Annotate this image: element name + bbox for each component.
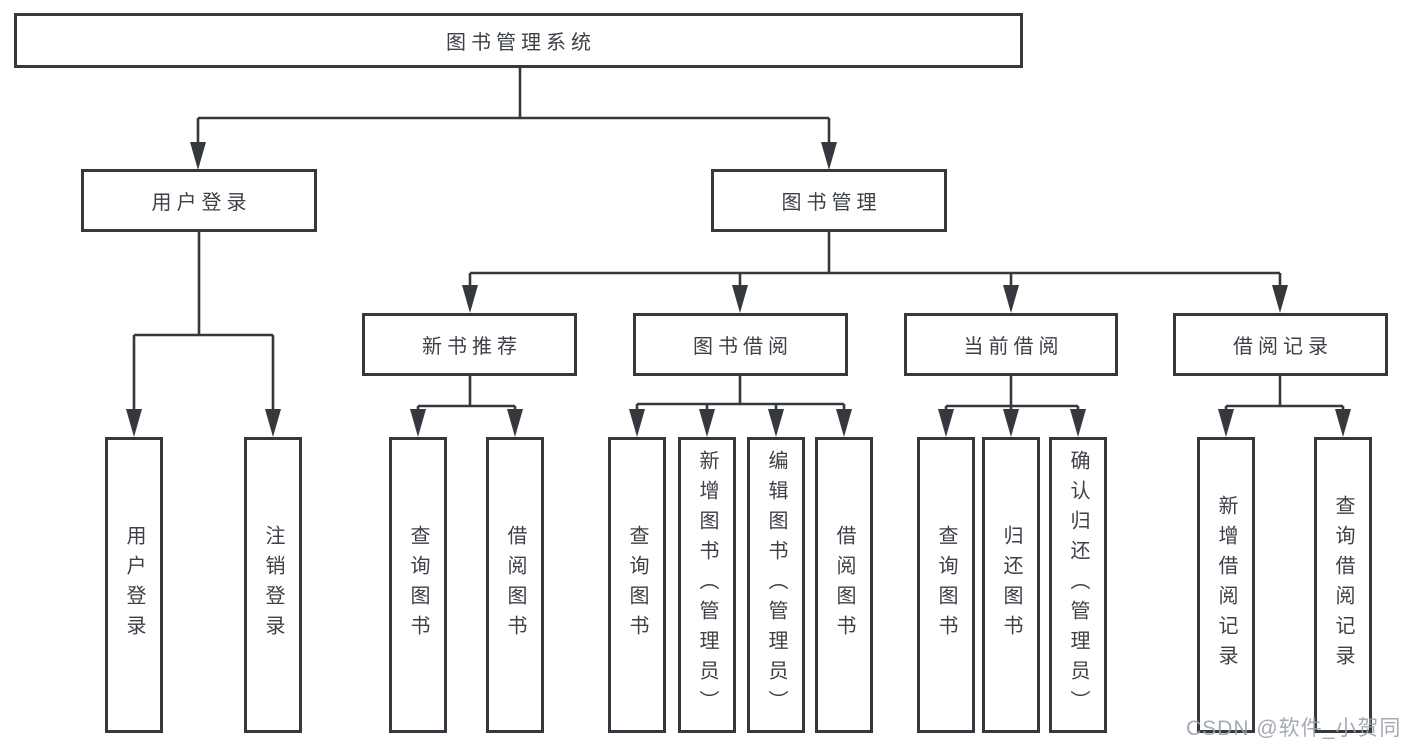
connector-currentborrow-to-leaves xyxy=(938,376,1086,437)
leaf-br-add-record: 新增借阅记录 xyxy=(1197,437,1255,733)
leaf-bb-query-books: 查询图书 xyxy=(608,437,666,733)
connector-userlogin-to-leaves xyxy=(126,232,281,437)
watermark: CSDN @软件_小贺同学 xyxy=(1186,717,1402,740)
leaf-logout: 注销登录 xyxy=(244,437,302,733)
leaf-user-login: 用户登录 xyxy=(105,437,163,733)
leaf-cb-return-books: 归还图书 xyxy=(982,437,1040,733)
leaf-bb-add-books-admin: 新增图书（管理员） xyxy=(678,437,736,733)
connector-borrowrecord-to-leaves xyxy=(1218,376,1351,437)
node-user-login: 用户登录 xyxy=(81,169,317,232)
connector-bookmgmt-to-level3 xyxy=(462,232,1288,313)
node-book-borrow: 图书借阅 xyxy=(633,313,848,376)
connector-bookborrow-to-leaves xyxy=(629,376,852,437)
node-book-management: 图书管理 xyxy=(711,169,947,232)
connector-root-to-level2 xyxy=(190,68,837,170)
leaf-nbr-query-books: 查询图书 xyxy=(389,437,447,733)
leaf-nbr-borrow-books: 借阅图书 xyxy=(486,437,544,733)
node-current-borrow: 当前借阅 xyxy=(904,313,1118,376)
node-borrow-records: 借阅记录 xyxy=(1173,313,1388,376)
node-root: 图书管理系统 xyxy=(14,13,1023,68)
node-new-book-recommend: 新书推荐 xyxy=(362,313,577,376)
leaf-bb-borrow-books: 借阅图书 xyxy=(815,437,873,733)
leaf-br-query-record: 查询借阅记录 xyxy=(1314,437,1372,733)
connector-newbook-to-leaves xyxy=(410,376,523,437)
leaf-cb-query-books: 查询图书 xyxy=(917,437,975,733)
leaf-cb-confirm-return-admin: 确认归还（管理员） xyxy=(1049,437,1107,733)
leaf-bb-edit-books-admin: 编辑图书（管理员） xyxy=(747,437,805,733)
